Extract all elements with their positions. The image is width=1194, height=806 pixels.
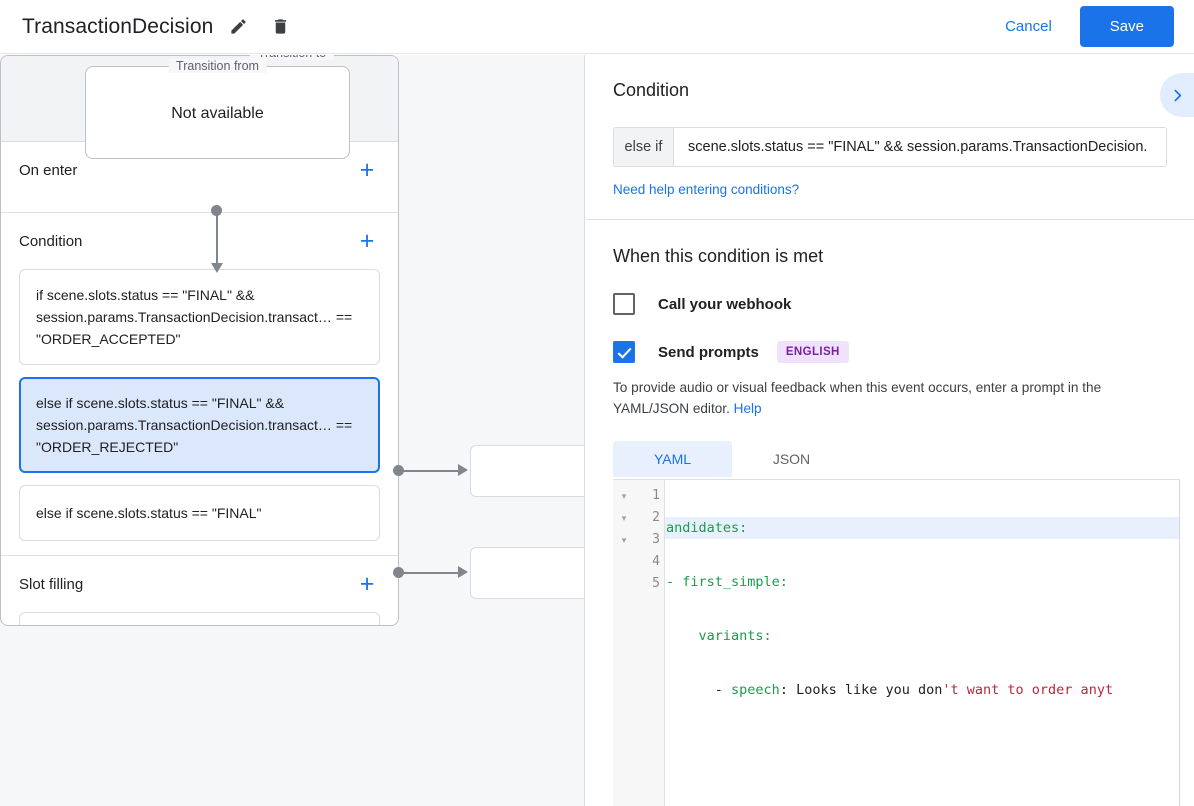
add-on-enter-button[interactable]: + bbox=[359, 155, 375, 184]
condition-input-row: else if bbox=[613, 127, 1167, 167]
line-number: 3 bbox=[652, 532, 660, 547]
code-line[interactable]: andidates: bbox=[665, 517, 1180, 539]
send-prompts-row: Send prompts ENGLISH bbox=[613, 341, 1167, 363]
when-condition-met-section: When this condition is met Call your web… bbox=[586, 220, 1194, 806]
code-token: andidates: bbox=[666, 520, 748, 536]
slot-validation-card[interactable]: Slot validation bbox=[19, 612, 380, 625]
when-met-heading: When this condition is met bbox=[613, 246, 824, 266]
edge-line-accepted bbox=[403, 470, 465, 472]
line-number: 2 bbox=[652, 510, 660, 525]
section-header: Condition + bbox=[19, 213, 380, 269]
code-token: variants: bbox=[666, 628, 772, 644]
call-webhook-label: Call your webhook bbox=[658, 295, 792, 313]
scene-graph-canvas: Transition from Not available Transition… bbox=[0, 55, 585, 806]
fold-toggle[interactable]: ▾ bbox=[621, 490, 627, 501]
condition-prefix-label: else if bbox=[614, 128, 674, 166]
code-line[interactable]: - first_simple: bbox=[665, 571, 1180, 593]
condition-detail-panel: Condition else if Need help entering con… bbox=[586, 55, 1194, 806]
top-app-bar: TransactionDecision Cancel Save bbox=[0, 0, 1194, 54]
section-title-slot-filling: Slot filling bbox=[19, 575, 84, 593]
section-condition: Condition + if scene.slots.status == "FI… bbox=[1, 213, 398, 556]
cancel-button[interactable]: Cancel bbox=[991, 9, 1066, 44]
send-prompts-description-text: To provide audio or visual feedback when… bbox=[613, 380, 1102, 416]
call-webhook-checkbox[interactable] bbox=[613, 293, 635, 315]
code-line[interactable]: - speech: Looks like you don't want to o… bbox=[665, 679, 1180, 701]
target-node-stub[interactable] bbox=[470, 547, 584, 599]
tab-json[interactable]: JSON bbox=[772, 451, 811, 467]
add-slot-filling-button[interactable]: + bbox=[359, 569, 375, 598]
transition-from-legend: Transition from bbox=[168, 59, 267, 73]
connector-arrow bbox=[211, 263, 223, 273]
condition-card-selected[interactable]: else if scene.slots.status == "FINAL" &&… bbox=[19, 377, 380, 473]
fold-toggle[interactable]: ▾ bbox=[621, 534, 627, 545]
pencil-icon[interactable] bbox=[221, 10, 255, 44]
condition-card[interactable]: else if scene.slots.status == "FINAL" bbox=[19, 485, 380, 541]
section-header: On enter + bbox=[19, 142, 380, 198]
line-number: 5 bbox=[652, 576, 660, 591]
connector-line bbox=[216, 210, 218, 265]
trash-icon[interactable] bbox=[263, 10, 297, 44]
code-line[interactable]: variants: bbox=[665, 625, 1180, 647]
help-link[interactable]: Help bbox=[733, 401, 762, 416]
line-number: 1 bbox=[652, 488, 660, 503]
language-badge: ENGLISH bbox=[776, 341, 849, 363]
code-token: - speech: Looks like you don't want to o… bbox=[666, 682, 1114, 698]
section-title-on-enter: On enter bbox=[19, 161, 78, 179]
send-prompts-checkbox[interactable] bbox=[613, 341, 635, 363]
code-token: - first_simple: bbox=[666, 574, 788, 590]
edge-arrow-accepted bbox=[458, 464, 468, 476]
save-button[interactable]: Save bbox=[1079, 6, 1174, 47]
code-content[interactable]: andidates: - first_simple: variants: - s… bbox=[665, 480, 1180, 806]
edge-dot-rejected bbox=[393, 567, 404, 578]
editor-format-tabs: YAML JSON bbox=[613, 441, 1167, 477]
tab-yaml[interactable]: YAML bbox=[613, 441, 732, 477]
webhook-row: Call your webhook bbox=[613, 293, 1167, 315]
edge-arrow-rejected bbox=[458, 566, 468, 578]
condition-heading: Condition bbox=[613, 80, 690, 100]
send-prompts-label: Send prompts bbox=[658, 343, 759, 361]
condition-card[interactable]: if scene.slots.status == "FINAL" && sess… bbox=[19, 269, 380, 365]
section-slot-filling: Slot filling + Slot validation bbox=[1, 556, 398, 625]
top-bar-actions: Cancel Save bbox=[991, 6, 1194, 47]
page-title: TransactionDecision bbox=[22, 14, 214, 38]
editor-vertical-scrollbar[interactable] bbox=[1179, 480, 1180, 806]
condition-editor-section: Condition else if Need help entering con… bbox=[586, 55, 1194, 220]
line-number: 4 bbox=[652, 554, 660, 569]
yaml-code-editor[interactable]: ▾ ▾ ▾ 1 2 3 4 5 andidates: - first_simpl… bbox=[613, 479, 1180, 806]
chevron-right-icon[interactable] bbox=[1160, 73, 1194, 117]
transition-from-box: Transition from Not available bbox=[85, 59, 350, 159]
condition-help-link[interactable]: Need help entering conditions? bbox=[613, 182, 800, 197]
fold-toggle[interactable]: ▾ bbox=[621, 512, 627, 523]
section-on-enter: On enter + bbox=[1, 142, 398, 213]
send-prompts-description: To provide audio or visual feedback when… bbox=[613, 377, 1167, 419]
edge-line-rejected bbox=[403, 572, 465, 574]
transition-to-legend: Transition to bbox=[249, 55, 335, 60]
target-node-stub[interactable] bbox=[470, 445, 584, 497]
section-title-condition: Condition bbox=[19, 232, 83, 250]
code-line[interactable] bbox=[665, 733, 1180, 755]
code-fold-column: ▾ ▾ ▾ bbox=[613, 480, 635, 806]
condition-expression-input[interactable] bbox=[674, 128, 1166, 166]
section-header: Slot filling + bbox=[19, 556, 380, 612]
edge-dot-accepted bbox=[393, 465, 404, 476]
add-condition-button[interactable]: + bbox=[359, 226, 375, 255]
transition-from-value: Not available bbox=[171, 105, 264, 122]
code-line-numbers: 1 2 3 4 5 bbox=[635, 480, 665, 806]
